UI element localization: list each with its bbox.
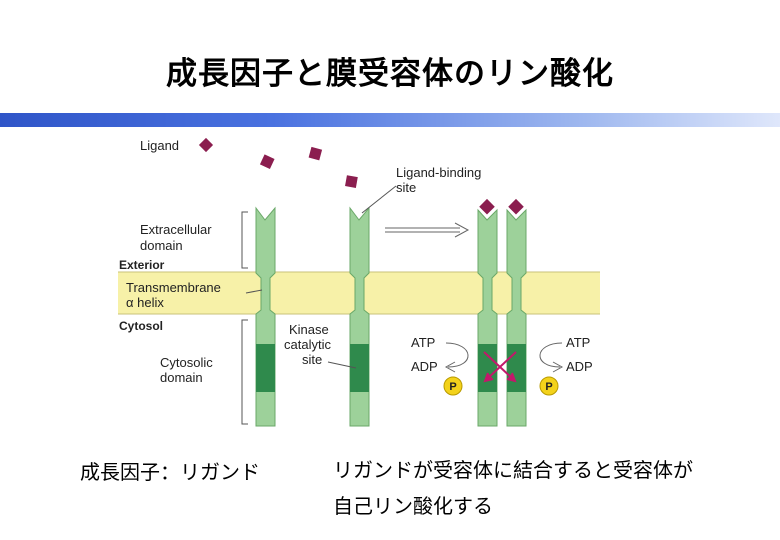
- ligand-label: Ligand: [140, 138, 179, 153]
- binding-site-label-2: site: [396, 180, 416, 195]
- transition-arrow: [385, 222, 470, 238]
- phosphate-left: [443, 376, 463, 396]
- atp-adp-arrow-right: [539, 342, 563, 368]
- cytosolic-label-2: domain: [160, 370, 203, 385]
- cytosolic-label-1: Cytosolic: [160, 355, 213, 370]
- receptor-unbound-right: [349, 206, 370, 427]
- ligand-marker: [198, 137, 214, 153]
- caption-line-2: 自己リン酸化する: [333, 494, 493, 518]
- binding-site-leader: [361, 185, 397, 214]
- receptor-dimer-right: [506, 208, 527, 427]
- cytosolic-bracket: [241, 319, 248, 425]
- adp-left-label: ADP: [411, 359, 438, 374]
- exterior-label: Exterior: [119, 258, 165, 272]
- kinase-label-1: Kinase: [289, 322, 329, 337]
- title-accent-bar: [0, 113, 780, 127]
- atp-adp-arrowhead-right: [552, 361, 564, 373]
- slide-title: 成長因子と膜受容体のリン酸化: [166, 56, 614, 92]
- autophosphorylation-arrows: [483, 351, 517, 383]
- atp-adp-arrowhead-left: [444, 361, 456, 373]
- binding-site-label-1: Ligand-binding: [396, 165, 481, 180]
- extracellular-label-1: Extracellular: [140, 222, 212, 237]
- ligand-molecule: [259, 154, 275, 169]
- bound-ligand: [508, 198, 524, 215]
- atp-right-label: ATP: [566, 335, 590, 350]
- phosphate-right-label: P: [545, 381, 552, 393]
- caption-growth-factor: 成長因子：リガンド: [80, 460, 260, 484]
- transmembrane-leader: [245, 289, 263, 294]
- kinase-label-3: site: [302, 352, 322, 367]
- extracellular-bracket: [241, 211, 248, 269]
- bound-ligand: [479, 198, 495, 215]
- extracellular-label-2: domain: [140, 238, 183, 253]
- receptor-dimer-left: [477, 208, 498, 427]
- atp-left-label: ATP: [411, 335, 435, 350]
- adp-right-label: ADP: [566, 359, 593, 374]
- kinase-site-leader: [327, 361, 357, 369]
- cytosol-label: Cytosol: [119, 319, 163, 333]
- kinase-label-2: catalytic: [284, 337, 331, 352]
- caption-line-1: リガンドが受容体に結合すると受容体が: [333, 458, 693, 482]
- transmembrane-label-2: α helix: [126, 295, 164, 310]
- atp-adp-arrow-left: [445, 342, 469, 368]
- transmembrane-label-1: Transmembrane: [126, 280, 221, 295]
- phosphate-left-label: P: [449, 381, 456, 393]
- caption-autophosphorylation: リガンドが受容体に結合すると受容体が 自己リン酸化する: [333, 452, 693, 524]
- receptor-unbound-left: [255, 206, 276, 427]
- receptor-diagram: Ligand Ligand-binding site Extracellular…: [118, 137, 600, 427]
- ligand-molecule: [345, 175, 358, 188]
- phosphate-right: [539, 376, 559, 396]
- ligand-molecule: [308, 146, 323, 161]
